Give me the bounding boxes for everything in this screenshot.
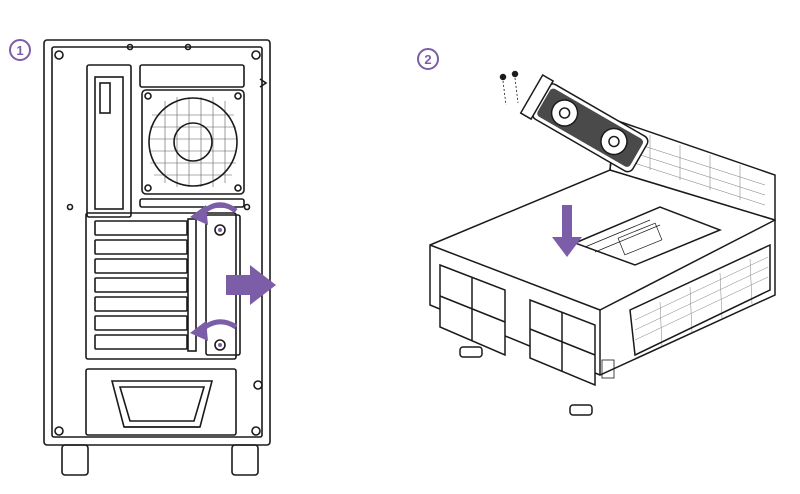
gpu-bracket — [519, 73, 555, 121]
screw-icon — [214, 339, 226, 351]
screw-icon — [499, 73, 507, 106]
case-brand-logo — [601, 359, 615, 379]
io-shield-area — [86, 64, 132, 218]
motherboard — [572, 206, 723, 266]
side-mesh-panel — [629, 243, 771, 357]
screw-icon — [54, 426, 64, 436]
curved-arrow-icon — [190, 202, 238, 225]
step-2-badge: 2 — [417, 48, 439, 70]
case-foot-right — [231, 444, 259, 476]
case-outline — [43, 39, 271, 446]
expansion-slot-covers — [94, 220, 188, 350]
curved-arrow-icon — [190, 319, 238, 341]
psu-area — [85, 368, 237, 436]
rear-fan — [141, 89, 245, 195]
step-2-number: 2 — [424, 51, 432, 67]
screw-icon — [251, 426, 261, 436]
down-arrow-icon — [552, 205, 582, 257]
case-rear-view-diagram — [43, 39, 276, 476]
right-arrow-icon — [226, 265, 276, 305]
case-foot-left — [61, 444, 89, 476]
screw-icon — [511, 70, 519, 104]
step-1-badge: 1 — [9, 39, 31, 61]
front-fan-filter-left — [439, 263, 506, 357]
screw-icon — [251, 50, 261, 60]
gpu-installation-diagram — [429, 70, 776, 416]
screw-icon — [253, 380, 263, 390]
mesh-panel — [624, 135, 766, 206]
step-1-number: 1 — [16, 42, 24, 58]
screw-icon — [54, 50, 64, 60]
gpu-card — [519, 73, 649, 173]
front-fan-filter-right — [529, 298, 596, 387]
screw-icon — [214, 224, 226, 236]
top-slot — [139, 64, 245, 88]
